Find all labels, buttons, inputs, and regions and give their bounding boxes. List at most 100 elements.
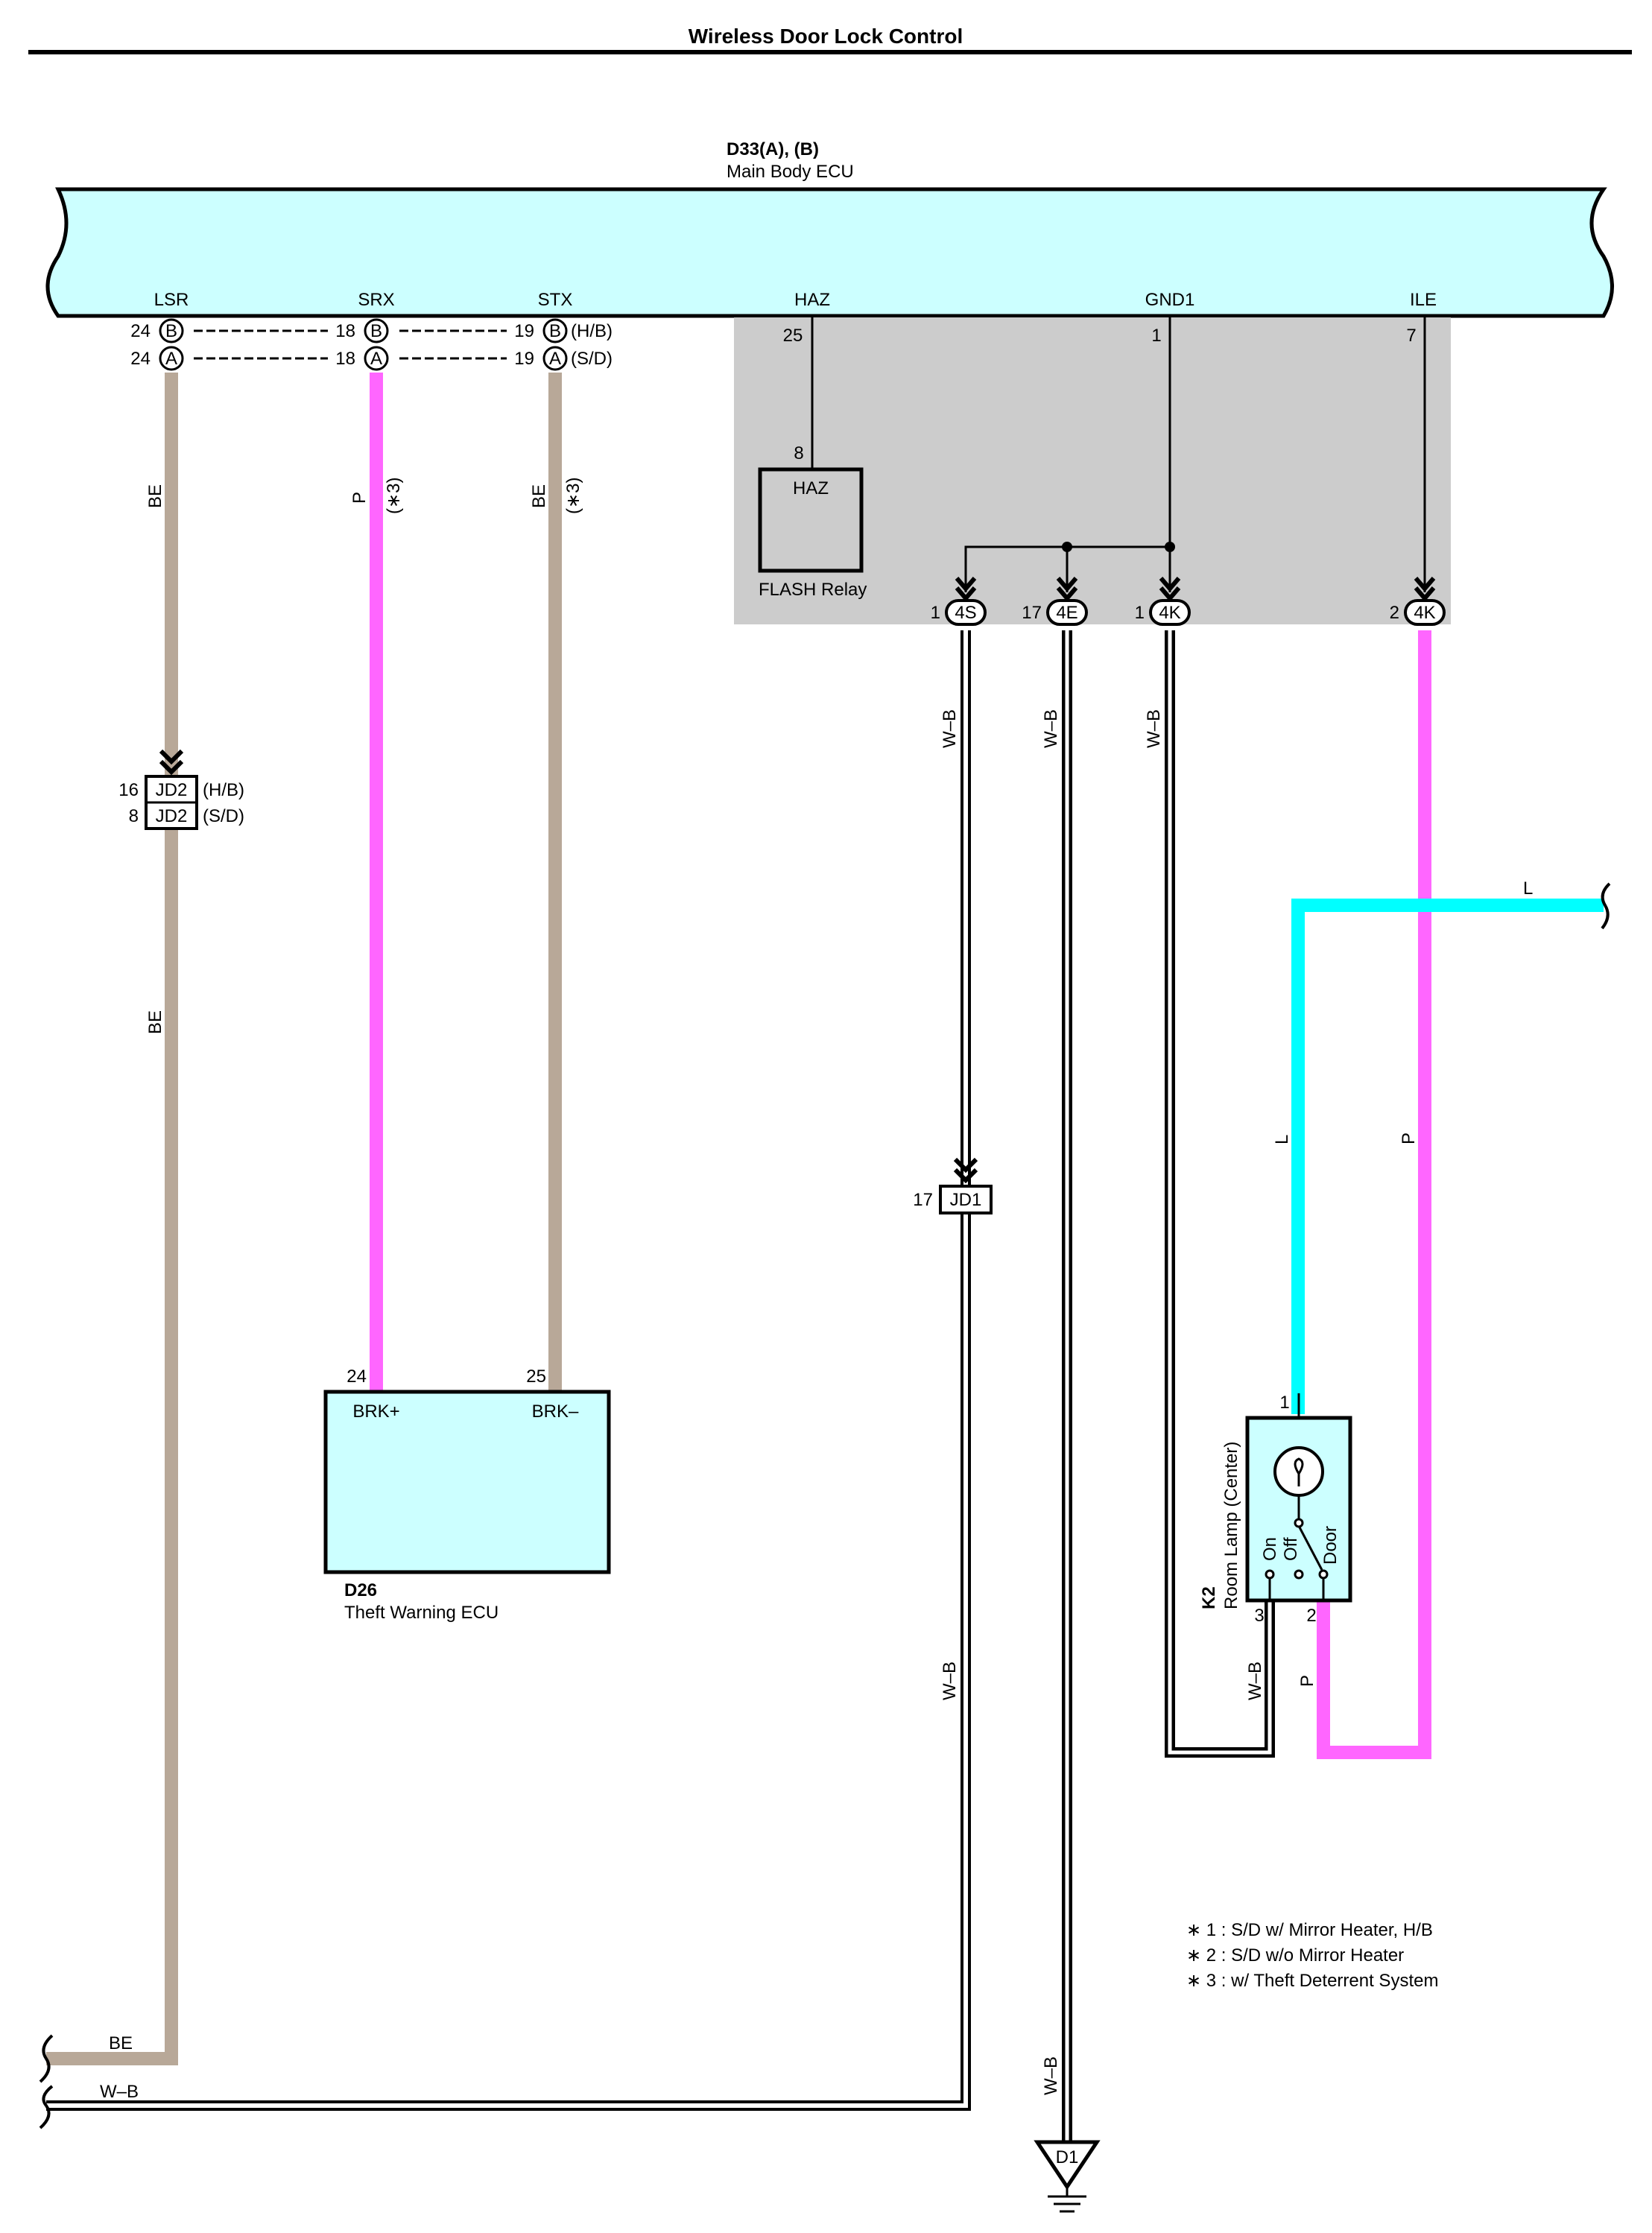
svg-text:On: On [1260, 1537, 1280, 1561]
svg-text:(S/D): (S/D) [203, 806, 244, 826]
ecu-main-code: D33(A), (B) [727, 139, 819, 159]
svg-text:A: A [165, 349, 177, 369]
ecu-main-name: Main Body ECU [727, 162, 854, 182]
flash-relay-box [758, 467, 864, 573]
svg-text:Off: Off [1281, 1537, 1301, 1561]
wire-be [46, 373, 562, 2065]
label-be-1: BE [145, 484, 165, 508]
label-wb-4s: W–B [940, 709, 960, 748]
svg-text:17: 17 [913, 1190, 933, 1210]
svg-text:JD1: JD1 [950, 1190, 982, 1210]
wire-wb [46, 630, 1275, 2142]
ground-d1: D1 [1034, 2140, 1101, 2213]
label-wb-4k: W–B [1144, 709, 1164, 748]
svg-text:Room Lamp (Center): Room Lamp (Center) [1221, 1442, 1241, 1609]
svg-text:24: 24 [346, 1366, 367, 1387]
label-wb-4e: W–B [1041, 709, 1061, 748]
svg-text:BRK+: BRK+ [352, 1401, 399, 1422]
room-lamp: 1 3 2 On Off Door K2 Room Lamp (Center) [1199, 1393, 1352, 1626]
label-p-srx: P [349, 492, 370, 504]
wire-wb-4s [46, 630, 971, 2111]
ecu-main-body [45, 187, 1614, 318]
svg-text:Theft Warning ECU: Theft Warning ECU [344, 1603, 499, 1623]
term-haz: HAZ [794, 290, 830, 310]
flash-relay: 8 HAZ FLASH Relay [758, 443, 867, 600]
label-wb-jd1: W–B [940, 1662, 960, 1700]
label-be-bottom: BE [109, 2033, 133, 2053]
svg-text:(H/B): (H/B) [203, 780, 244, 800]
theft-warning-ecu: 24 25 BRK+ BRK– D26 Theft Warning ECU [323, 1366, 611, 1623]
conn-4s-code: 4S [955, 603, 976, 623]
splice-point [1165, 542, 1175, 552]
splice-point [1062, 542, 1072, 552]
term-ile: ILE [1410, 290, 1437, 310]
label-be-stx: BE [529, 484, 549, 508]
svg-text:B: B [165, 321, 177, 341]
flash-relay-pin: 8 [794, 443, 803, 463]
wire-p [370, 373, 1431, 1759]
internal-wires [811, 317, 1426, 592]
label-be-2: BE [145, 1010, 165, 1034]
svg-text:JD2: JD2 [156, 806, 188, 826]
jd2-connector: 16 8 JD2 JD2 (H/B) (S/D) [118, 749, 244, 830]
pin-srx-a: 18 [335, 349, 355, 369]
pin-ile: 7 [1406, 326, 1416, 346]
wire-l [1291, 899, 1604, 1414]
variant-sd: (S/D) [571, 349, 613, 369]
note-1: ∗ 1 : S/D w/ Mirror Heater, H/B [1186, 1920, 1433, 1940]
diagram-title: Wireless Door Lock Control [689, 25, 963, 48]
pin-stx-b: 19 [514, 321, 534, 341]
label-wb-lamp: W–B [1245, 1662, 1265, 1700]
svg-text:25: 25 [526, 1366, 546, 1387]
svg-text:3: 3 [1254, 1606, 1264, 1626]
svg-text:D26: D26 [344, 1580, 377, 1600]
notes: ∗ 1 : S/D w/ Mirror Heater, H/B ∗ 2 : S/… [1186, 1920, 1438, 1991]
svg-text:B: B [549, 321, 561, 341]
svg-text:1: 1 [1279, 1393, 1289, 1413]
pin-lsr-b: 24 [130, 321, 151, 341]
label-l-vert: L [1272, 1135, 1292, 1144]
variant-hb: (H/B) [571, 321, 613, 341]
svg-text:B: B [370, 321, 382, 341]
wire-ile-to-lamp [1317, 630, 1431, 1759]
svg-text:2: 2 [1306, 1606, 1316, 1626]
label-wb-ground: W–B [1041, 2056, 1061, 2095]
wire-lsr [46, 373, 178, 2065]
svg-text:BRK–: BRK– [532, 1401, 579, 1422]
label-wb-bottom: W–B [100, 2082, 139, 2102]
main-body-ecu: D33(A), (B) Main Body ECU LSR SRX STX HA… [45, 139, 1614, 318]
label-p-ile: P [1399, 1133, 1419, 1144]
label-note3-srx: (∗3) [384, 478, 404, 514]
label-note3-stx: (∗3) [563, 478, 583, 514]
svg-text:A: A [549, 349, 561, 369]
pin-stx-a: 19 [514, 349, 534, 369]
svg-text:16: 16 [118, 780, 139, 800]
term-srx: SRX [358, 290, 394, 310]
svg-text:K2: K2 [1199, 1586, 1219, 1609]
conn-4k2-code: 4K [1414, 603, 1435, 623]
svg-text:JD2: JD2 [156, 780, 188, 800]
flash-relay-label: HAZ [793, 478, 829, 498]
svg-text:D1: D1 [1056, 2147, 1079, 2167]
flash-relay-name: FLASH Relay [759, 580, 867, 600]
ecu-pin-connectors: 24 24 B A 18 18 B A 19 19 B A (H/B) (S/D… [130, 318, 1417, 371]
pin-srx-b: 18 [335, 321, 355, 341]
conn-4s-pin: 1 [931, 603, 940, 623]
pin-gnd1: 1 [1151, 326, 1161, 346]
pin-lsr-a: 24 [130, 349, 151, 369]
svg-text:A: A [370, 349, 382, 369]
label-l-horiz: L [1523, 878, 1533, 899]
continuation-marks [39, 882, 1611, 2129]
note-3: ∗ 3 : w/ Theft Deterrent System [1186, 1971, 1438, 1991]
term-lsr: LSR [154, 290, 189, 310]
conn-4e-code: 4E [1056, 603, 1077, 623]
note-2: ∗ 2 : S/D w/o Mirror Heater [1186, 1945, 1404, 1966]
jd1-connector: 17 JD1 [913, 1157, 993, 1214]
conn-4k1-code: 4K [1159, 603, 1180, 623]
conn-4k2-pin: 2 [1390, 603, 1399, 623]
term-stx: STX [538, 290, 573, 310]
svg-text:Door: Door [1320, 1526, 1341, 1565]
conn-4e-pin: 17 [1022, 603, 1042, 623]
label-p-lamp: P [1297, 1675, 1317, 1687]
